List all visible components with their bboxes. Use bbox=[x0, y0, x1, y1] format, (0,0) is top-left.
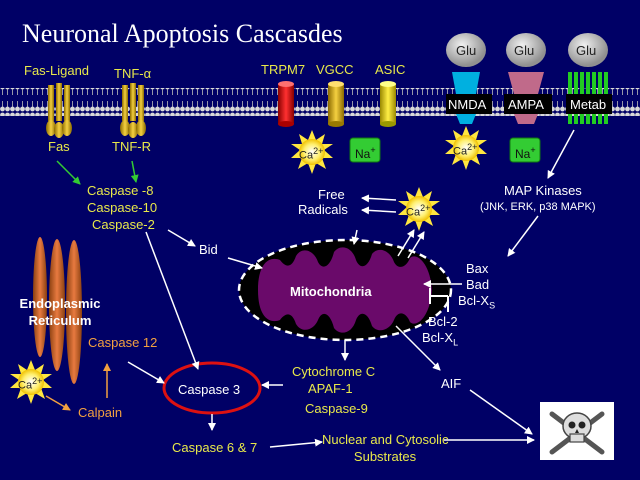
glu-label: Glu bbox=[576, 43, 597, 58]
map-kinases-subtitle: (JNK, ERK, p38 MAPK) bbox=[480, 201, 596, 213]
bcl-xs-label: Bcl-XS bbox=[458, 293, 496, 311]
caspase-3-label: Caspase 3 bbox=[178, 382, 241, 397]
sodium-ion-label: Na+ bbox=[355, 145, 376, 161]
bcl-2-label: Bcl-2 bbox=[428, 314, 458, 329]
substrates-label: Substrates bbox=[353, 449, 417, 464]
vgcc-label: VGCC bbox=[316, 62, 354, 77]
asic-channel bbox=[380, 81, 396, 127]
sodium-box-icon bbox=[349, 137, 381, 163]
endoplasmic-reticulum bbox=[33, 237, 82, 384]
caspase-10-label: Caspase-10 bbox=[87, 200, 158, 215]
nmda-receptor bbox=[446, 72, 492, 124]
free-radicals-label: Free bbox=[318, 187, 345, 202]
mitochondria-label: Mitochondria bbox=[290, 284, 372, 299]
caspase-9-label: Caspase-9 bbox=[305, 401, 368, 416]
aif-label: AIF bbox=[441, 376, 462, 391]
calpain-label: Calpain bbox=[78, 405, 123, 420]
ampa-receptor bbox=[504, 72, 552, 124]
metabotropic-receptor bbox=[566, 72, 612, 124]
glu-label: Glu bbox=[514, 43, 535, 58]
fas-label: Fas bbox=[48, 139, 70, 154]
endoplasmic-reticulum-label: Reticulum bbox=[28, 313, 92, 328]
trpm7-channel bbox=[278, 81, 294, 127]
mitochondrion bbox=[237, 238, 453, 342]
caspase-2-label: Caspase-2 bbox=[92, 217, 155, 232]
tnf-alpha-label: TNF-α bbox=[114, 66, 152, 81]
free-radicals-label: Radicals bbox=[298, 202, 348, 217]
fas-receptor bbox=[46, 83, 72, 138]
glu-sphere-nmda bbox=[446, 33, 486, 67]
bcl-xl-label: Bcl-XL bbox=[422, 330, 459, 348]
tnf-receptor bbox=[120, 83, 146, 138]
map-kinases-label: MAP Kinases bbox=[504, 183, 582, 198]
bad-label: Bad bbox=[466, 277, 490, 292]
nmda-label: NMDA bbox=[448, 97, 487, 112]
glu-sphere-metab bbox=[568, 33, 608, 67]
tnf-r-label: TNF-R bbox=[112, 139, 151, 154]
glu-label: Glu bbox=[456, 43, 477, 58]
endoplasmic-reticulum-label: Endoplasmic bbox=[19, 296, 101, 311]
metab-label: Metab bbox=[570, 97, 607, 112]
calcium-ion-label: Ca2+ bbox=[18, 376, 43, 392]
sodium-box-icon bbox=[509, 137, 541, 163]
apaf-1-label: APAF-1 bbox=[308, 381, 353, 396]
glu-sphere-ampa bbox=[506, 33, 546, 67]
vgcc-channel bbox=[328, 81, 344, 127]
bax-label: Bax bbox=[466, 261, 489, 276]
substrates-label: Nuclear and Cytosolic bbox=[322, 432, 449, 447]
caspase-8-label: Caspase -8 bbox=[87, 183, 154, 198]
bid-label: Bid bbox=[199, 242, 218, 257]
asic-label: ASIC bbox=[375, 62, 406, 77]
cytochrome-c-label: Cytochrome C bbox=[292, 364, 376, 379]
caspase-6-7-label: Caspase 6 & 7 bbox=[172, 440, 258, 455]
caspase3-highlight-ring bbox=[162, 361, 262, 415]
calcium-ion-label: Ca2+ bbox=[453, 142, 478, 158]
calcium-ion-label: Ca2+ bbox=[299, 146, 324, 162]
caspase-12-label: Caspase 12 bbox=[88, 335, 158, 350]
calcium-ion-label: Ca2+ bbox=[406, 203, 431, 219]
trpm7-label: TRPM7 bbox=[261, 62, 306, 77]
fas-ligand-label: Fas-Ligand bbox=[24, 63, 90, 78]
skull-crossbones-icon bbox=[540, 402, 614, 460]
page-title: Neuronal Apoptosis Cascasdes bbox=[22, 19, 343, 48]
sodium-ion-label: Na+ bbox=[515, 145, 536, 161]
pathway-arrows bbox=[45, 129, 575, 448]
ampa-label: AMPA bbox=[508, 97, 544, 112]
